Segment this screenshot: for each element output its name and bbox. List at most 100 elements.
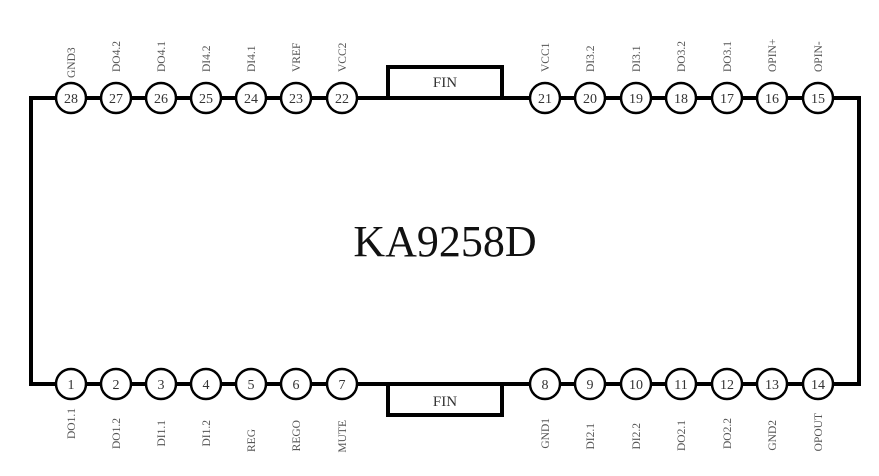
fin-bottom: FIN	[386, 382, 504, 417]
pin-number: 22	[335, 92, 349, 107]
pin: 25 DI4.2	[189, 45, 223, 115]
pin-label: OPOUT	[813, 413, 825, 451]
pin-label: GND2	[767, 420, 779, 451]
pin-number: 21	[538, 92, 552, 107]
pin-label: DI2.1	[585, 423, 597, 450]
pin-circle	[279, 367, 313, 401]
fin-top-box	[386, 65, 504, 100]
pin-circle	[325, 81, 359, 115]
pin-label: REGO	[291, 420, 303, 451]
pin-circle	[755, 81, 789, 115]
pin-circle	[619, 81, 653, 115]
pin-number: 3	[158, 378, 165, 393]
pin-label: DI3.2	[585, 45, 597, 72]
pin-circle	[573, 367, 607, 401]
pin-circle	[279, 81, 313, 115]
pin-number: 7	[339, 378, 346, 393]
pin-label: REG	[246, 429, 258, 452]
pin-circle	[325, 367, 359, 401]
pin-circle	[144, 81, 178, 115]
pin-label: OPIN+	[767, 39, 779, 72]
pin-label: GND1	[540, 418, 552, 449]
pin-number: 13	[765, 378, 779, 393]
pin-circle	[99, 367, 133, 401]
pin-number: 27	[109, 92, 123, 107]
pin-label: MUTE	[337, 420, 349, 453]
pin-label: DO3.2	[676, 41, 688, 72]
pin: 16 OPIN+	[755, 39, 789, 115]
pin-circle	[528, 367, 562, 401]
pin: 20 DI3.2	[573, 45, 607, 115]
pin-label: VREF	[291, 43, 303, 72]
pin-number: 18	[674, 92, 688, 107]
pin-circle	[54, 81, 88, 115]
pin-circle	[801, 81, 835, 115]
pin-number: 15	[811, 92, 825, 107]
pin-circle	[710, 367, 744, 401]
pin-number: 1	[68, 378, 75, 393]
pin-label: DO3.1	[722, 41, 734, 72]
pin-label: DI3.1	[631, 45, 643, 72]
pin-circle	[234, 367, 268, 401]
pin-label: DO1.2	[111, 418, 123, 449]
pin-number: 11	[674, 378, 687, 393]
fin-bottom-label: FIN	[433, 394, 457, 410]
pin-circle	[801, 367, 835, 401]
pin-number: 8	[542, 378, 549, 393]
pin-circle	[710, 81, 744, 115]
fin-bottom-box	[386, 382, 504, 417]
pin-circle	[528, 81, 562, 115]
pin-number: 10	[629, 378, 643, 393]
fin-top: FIN	[386, 65, 504, 100]
pin-number: 12	[720, 378, 734, 393]
pin: 22 VCC2	[325, 42, 359, 115]
pin-circle	[664, 81, 698, 115]
pin-label: DO2.2	[722, 418, 734, 449]
pin-circle	[99, 81, 133, 115]
pin-number: 16	[765, 92, 779, 107]
pin-label: VCC2	[337, 42, 349, 72]
pin-label: OPIN-	[813, 41, 825, 72]
pin-label: DO4.1	[156, 41, 168, 72]
pin-label: GND3	[66, 47, 78, 78]
fin-top-label: FIN	[433, 75, 457, 91]
pin-number: 20	[583, 92, 597, 107]
pin-number: 23	[289, 92, 303, 107]
pin-label: DO2.1	[676, 420, 688, 451]
pin-number: 2	[113, 378, 120, 393]
pin-label: VCC1	[540, 42, 552, 72]
pin-circle	[144, 367, 178, 401]
pin-number: 4	[203, 378, 210, 393]
pin-label: DO1.1	[66, 408, 78, 439]
pin-number: 9	[587, 378, 594, 393]
pin-number: 6	[293, 378, 300, 393]
pin-circle	[189, 367, 223, 401]
pin-circle	[755, 367, 789, 401]
pin-circle	[54, 367, 88, 401]
pin-number: 24	[244, 92, 258, 107]
pin-label: DI2.2	[631, 423, 643, 450]
pin: 18 DO3.2	[664, 41, 698, 115]
chip-name: KA9258D	[353, 217, 536, 266]
pin-label: DI4.2	[201, 45, 213, 72]
pin-number: 25	[199, 92, 213, 107]
pin-number: 28	[64, 92, 78, 107]
pin-number: 19	[629, 92, 643, 107]
pin-circle	[189, 81, 223, 115]
